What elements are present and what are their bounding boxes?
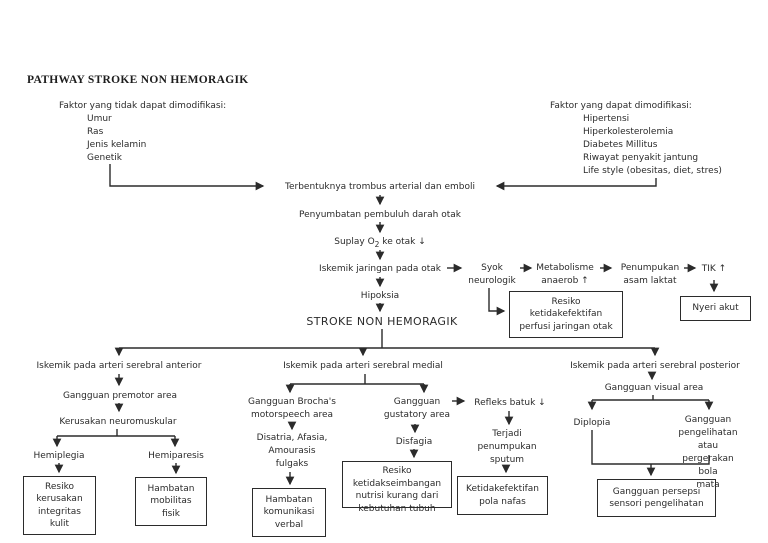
factors-left: Faktor yang tidak dapat dimodifikasi: Um…	[59, 100, 226, 165]
box-nyeri-akut: Nyeri akut	[680, 296, 751, 321]
factor-item: Genetik	[87, 153, 122, 163]
node-visual: Gangguan visual area	[604, 383, 704, 393]
node-refleks-batuk: Refleks batuk ↓	[474, 398, 546, 408]
node-hipoksia: Hipoksia	[360, 291, 400, 301]
node-diplopia: Diplopia	[573, 418, 611, 428]
factor-item: Ras	[87, 127, 104, 137]
node-hemiparesis: Hemiparesis	[148, 451, 204, 461]
node-suplay-o2: Suplay O2 ke otak ↓	[334, 237, 426, 249]
factor-item: Riwayat penyakit jantung	[583, 153, 699, 163]
node-disatria: Disatria, Afasia, Amourasis fulgaks	[256, 433, 328, 469]
box-resiko-nutrisi: Resiko ketidakseimbangan nutrisi kurang …	[342, 461, 452, 514]
factor-item: Hiperkolesterolemia	[583, 127, 674, 137]
node-anterior: Iskemik pada arteri serebral anterior	[36, 361, 202, 371]
node-hemiplegia: Hemiplegia	[33, 451, 85, 461]
node-penumpukan-laktat: Penumpukan asam laktat	[620, 263, 680, 286]
node-pengelihatan: Gangguan pengelihatan atau pergerakan bo…	[678, 415, 738, 490]
node-brocha: Gangguan Brocha's motorspeech area	[248, 397, 336, 420]
box-resiko-perfusi: Resiko ketidakefektifan perfusi jaringan…	[509, 291, 623, 338]
node-sputum: Terjadi penumpukan sputum	[477, 429, 537, 465]
connector	[488, 288, 506, 316]
factors-right: Faktor yang dapat dimodifikasi: Hiperten…	[550, 100, 722, 178]
node-stroke-non-hemoragik: STROKE NON HEMORAGIK	[306, 315, 458, 328]
node-trombus: Terbentuknya trombus arterial dan emboli	[285, 182, 475, 192]
node-posterior: Iskemik pada arteri serebral posterior	[570, 361, 740, 371]
node-tik: TIK ↑	[701, 264, 727, 274]
box-hambatan-fisik: Hambatan mobilitas fisik	[135, 477, 207, 526]
factor-item: Hipertensi	[583, 114, 630, 124]
node-neuromuskular: Kerusakan neuromuskular	[59, 417, 177, 427]
node-medial: Iskemik pada arteri serebral medial	[283, 361, 443, 371]
node-syok: Syok neurologik	[468, 263, 516, 286]
connector	[495, 178, 657, 191]
factors-right-heading: Faktor yang dapat dimodifikasi:	[550, 101, 692, 111]
factor-item: Diabetes Millitus	[583, 140, 658, 150]
connector	[109, 164, 265, 191]
factor-item: Life style (obesitas, diet, stres)	[583, 166, 722, 176]
factor-item: Umur	[87, 114, 112, 124]
node-disfagia: Disfagia	[395, 437, 433, 447]
node-premotor: Gangguan premotor area	[62, 391, 178, 401]
node-gustatory: Gangguan gustatory area	[383, 397, 451, 420]
factor-item: Jenis kelamin	[87, 140, 147, 150]
subscript-2: 2	[374, 239, 380, 249]
node-penyumbatan: Penyumbatan pembuluh darah otak	[299, 210, 461, 220]
node-iskemik-otak: Iskemik jaringan pada otak	[319, 264, 441, 274]
page-title: PATHWAY STROKE NON HEMORAGIK	[27, 74, 249, 86]
box-hambatan-komunikasi: Hambatan komunikasi verbal	[252, 488, 326, 537]
box-pola-nafas: Ketidakefektifan pola nafas	[457, 476, 548, 515]
factors-left-heading: Faktor yang tidak dapat dimodifikasi:	[59, 101, 227, 111]
box-resiko-kulit: Resiko kerusakan integritas kulit	[23, 476, 96, 535]
node-metabolisme: Metabolisme anaerob ↑	[536, 263, 594, 286]
box-persepsi: Gangguan persepsi sensori pengelihatan	[597, 479, 716, 517]
